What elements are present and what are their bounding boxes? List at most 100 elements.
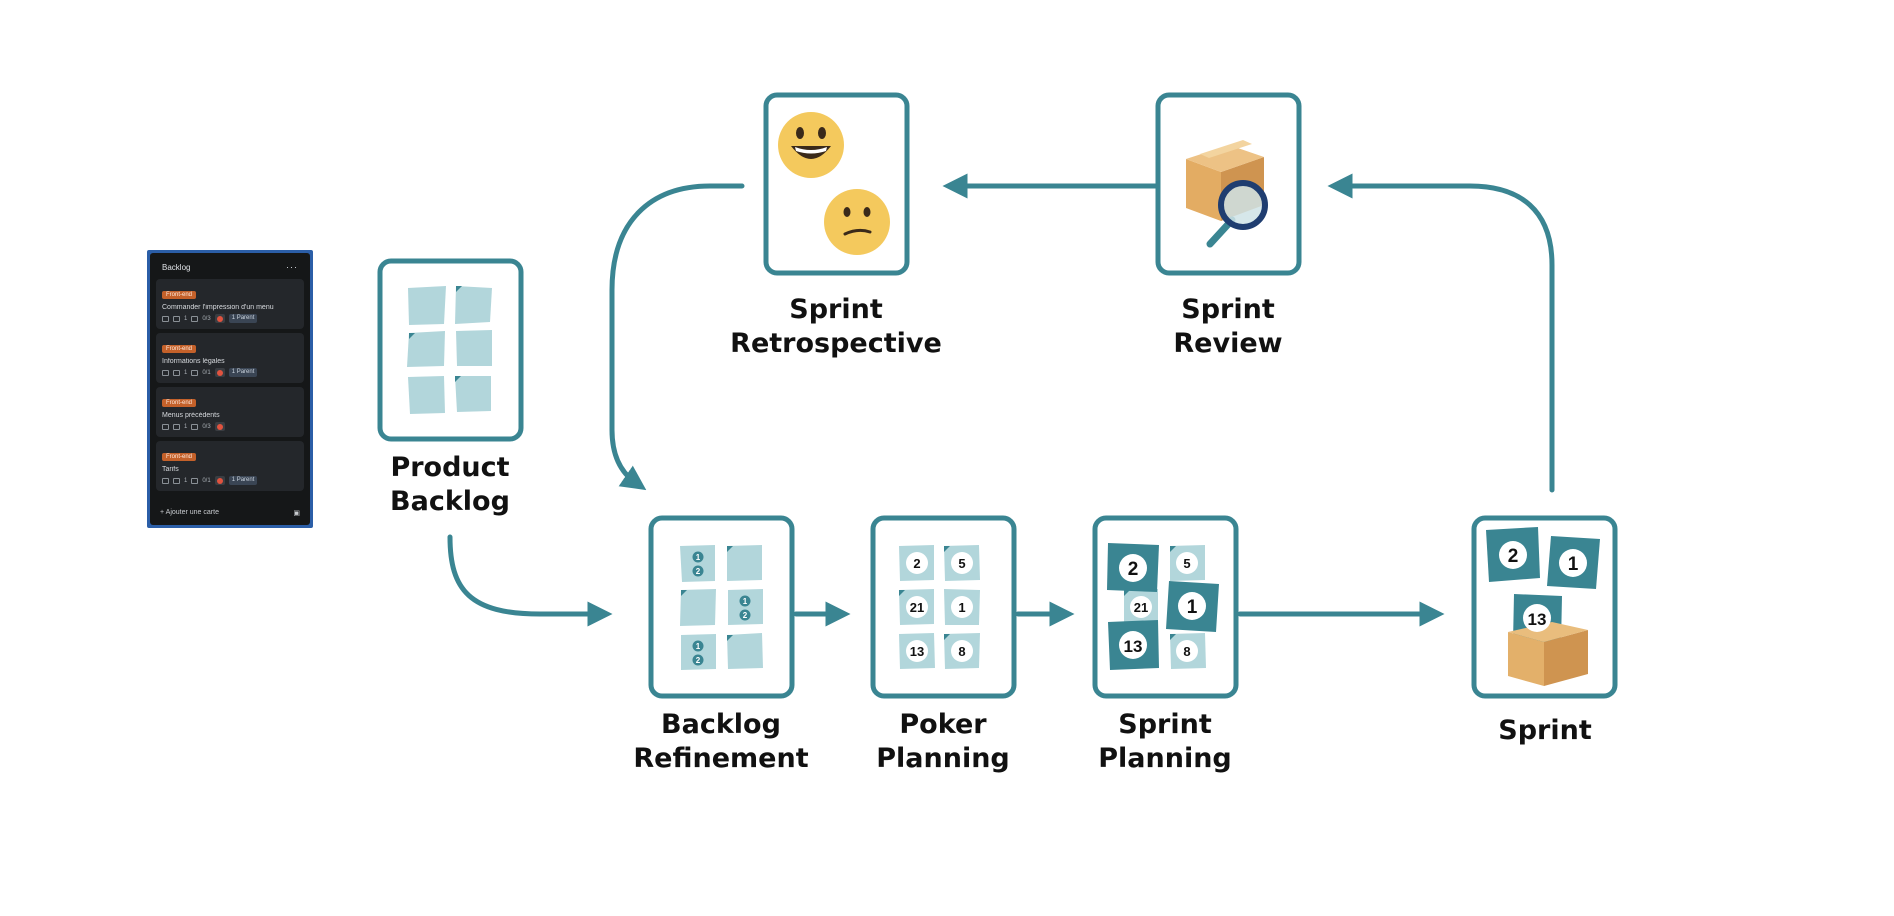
comment-icon xyxy=(173,315,180,322)
sprint-value: 2 xyxy=(1508,546,1519,567)
checklist-icon xyxy=(191,477,199,484)
happy-face-icon xyxy=(778,112,844,178)
product-backlog-box xyxy=(377,258,524,442)
planning-value: 5 xyxy=(1183,556,1190,571)
backlog-card[interactable]: Front-end Informations légales 1 0/1 1 P… xyxy=(156,333,304,383)
label-line: Backlog xyxy=(661,709,781,740)
backlog-card[interactable]: Front-end Menus précédents 1 0/3 xyxy=(156,387,304,437)
checklist-count: 0/3 xyxy=(202,315,211,322)
svg-text:1: 1 xyxy=(743,597,748,606)
sprint-review-box xyxy=(1155,92,1302,276)
add-card-button[interactable]: + Ajouter une carte xyxy=(160,509,219,516)
label-line: Sprint xyxy=(1181,294,1275,325)
sprint-box: 2 1 13 xyxy=(1471,515,1618,699)
box-icon xyxy=(1508,622,1588,686)
arrow-backlog-to-refinement xyxy=(447,534,613,627)
label-line: Sprint xyxy=(1118,709,1212,740)
poker-value: 13 xyxy=(910,644,924,659)
arrow-sprint-to-review xyxy=(1327,173,1555,493)
comment-count: 1 xyxy=(184,423,188,430)
label-line: Planning xyxy=(876,743,1010,774)
label-line: Sprint xyxy=(1498,715,1592,746)
label-line: Product xyxy=(390,452,510,483)
svg-text:1: 1 xyxy=(696,553,701,562)
backlog-list-header: Backlog ··· xyxy=(156,259,304,275)
backlog-refinement-box: 1 2 1 2 1 2 xyxy=(648,515,795,699)
magnifier-icon xyxy=(1206,180,1268,248)
sprint-retrospective-box xyxy=(763,92,910,276)
poker-value: 21 xyxy=(910,600,924,615)
card-badges: 1 0/3 xyxy=(162,422,298,431)
backlog-card[interactable]: Front-end Commander l'impression d'un me… xyxy=(156,279,304,329)
arrow-retrospective-to-refinement xyxy=(609,183,745,491)
label-line: Retrospective xyxy=(730,328,942,359)
poker-value: 2 xyxy=(913,556,920,571)
sprint-planning-box: 2 5 21 1 13 8 xyxy=(1092,515,1239,699)
parent-badge: 1 Parent xyxy=(228,368,258,377)
description-icon xyxy=(162,423,169,430)
sprint-label: Sprint xyxy=(1465,714,1625,748)
comment-count: 1 xyxy=(184,477,188,484)
checklist-icon xyxy=(191,369,199,376)
card-label-tag: Front-end xyxy=(162,345,197,353)
card-title: Commander l'impression d'un menu xyxy=(162,304,274,311)
label-line: Refinement xyxy=(633,743,809,774)
parent-badge: 1 Parent xyxy=(228,476,258,485)
backlog-refinement-label: Backlog Refinement xyxy=(621,708,821,776)
planning-value: 8 xyxy=(1183,644,1190,659)
card-badges: 1 0/1 1 Parent xyxy=(162,476,298,485)
sprint-value: 1 xyxy=(1568,554,1579,575)
card-label-tag: Front-end xyxy=(162,399,197,407)
comment-count: 1 xyxy=(184,369,188,376)
product-backlog-label: Product Backlog xyxy=(370,451,530,519)
card-title: Informations légales xyxy=(162,358,225,365)
planning-value: 2 xyxy=(1128,559,1139,580)
card-title: Menus précédents xyxy=(162,412,220,419)
card-badges: 1 0/3 1 Parent xyxy=(162,314,298,323)
checklist-icon xyxy=(191,315,199,322)
label-line: Review xyxy=(1173,328,1283,359)
planning-value: 1 xyxy=(1187,597,1198,618)
sprint-retrospective-label: Sprint Retrospective xyxy=(721,293,951,361)
svg-text:2: 2 xyxy=(696,656,701,665)
backlog-list-panel: Backlog ··· Front-end Commander l'impres… xyxy=(147,250,313,528)
checklist-icon xyxy=(191,423,199,430)
description-icon xyxy=(162,369,169,376)
poker-value: 1 xyxy=(958,600,965,615)
more-options-icon[interactable]: ··· xyxy=(286,262,298,272)
label-line: Backlog xyxy=(390,486,510,517)
comment-icon xyxy=(173,423,180,430)
backlog-list-title: Backlog xyxy=(162,262,191,272)
comment-icon xyxy=(173,369,180,376)
planning-value: 13 xyxy=(1124,637,1143,656)
svg-text:1: 1 xyxy=(696,642,701,651)
status-dot-icon xyxy=(214,476,225,485)
description-icon xyxy=(162,477,169,484)
checklist-count: 0/1 xyxy=(202,369,211,376)
svg-text:2: 2 xyxy=(743,611,748,620)
label-line: Sprint xyxy=(789,294,883,325)
card-label-tag: Front-end xyxy=(162,291,197,299)
planning-value: 21 xyxy=(1134,600,1148,615)
neutral-face-icon xyxy=(824,189,890,255)
status-dot-icon xyxy=(214,314,225,323)
status-dot-icon xyxy=(214,422,225,431)
checklist-count: 0/1 xyxy=(202,477,211,484)
poker-planning-box: 2 5 21 1 13 8 xyxy=(870,515,1017,699)
poker-planning-label: Poker Planning xyxy=(863,708,1023,776)
add-card-row: + Ajouter une carte ▣ xyxy=(160,509,300,517)
card-label-tag: Front-end xyxy=(162,453,197,461)
sprint-planning-label: Sprint Planning xyxy=(1085,708,1245,776)
comment-count: 1 xyxy=(184,315,188,322)
template-icon[interactable]: ▣ xyxy=(293,510,300,517)
card-title: Tarifs xyxy=(162,466,179,473)
svg-text:2: 2 xyxy=(696,567,701,576)
label-line: Planning xyxy=(1098,743,1232,774)
backlog-card[interactable]: Front-end Tarifs 1 0/1 1 Parent xyxy=(156,441,304,491)
sprint-value: 13 xyxy=(1528,610,1547,629)
status-dot-icon xyxy=(214,368,225,377)
refinement-marks: 1 2 1 2 1 2 xyxy=(692,551,751,666)
comment-icon xyxy=(173,477,180,484)
sprint-review-label: Sprint Review xyxy=(1148,293,1308,361)
